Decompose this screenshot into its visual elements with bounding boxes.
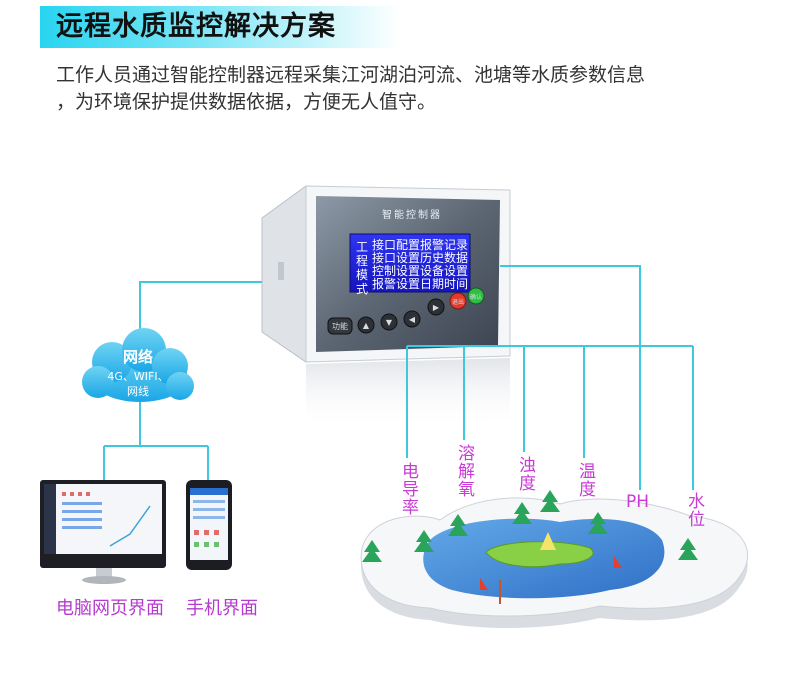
label-turbidity: 浊度	[515, 456, 535, 492]
description-line-1: 工作人员通过智能控制器远程采集江河湖泊河流、池塘等水质参数信息	[56, 64, 646, 86]
lcd-menu-7: 设备设置	[420, 264, 469, 278]
description-line-2: ，为环境保护提供数据依据，方便无人值守。	[56, 91, 437, 113]
network-line-2: 网线	[127, 385, 149, 398]
right-button[interactable]	[427, 298, 445, 316]
down-button[interactable]	[380, 313, 398, 331]
lcd-menu-6: 历史数据	[420, 251, 469, 265]
exit-button-label: 退出	[452, 298, 464, 306]
side-slot	[278, 262, 284, 280]
up-icon: ▲	[363, 321, 370, 330]
trees	[362, 490, 698, 562]
controller-title: 智能控制器	[382, 210, 442, 221]
line-controller-network	[139, 281, 262, 334]
pc-monitor	[40, 480, 166, 584]
lcd-side-label: 工程模式	[356, 240, 369, 296]
lcd-screen	[349, 233, 471, 293]
description: 工作人员通过智能控制器远程采集江河湖泊河流、池塘等水质参数信息 ，为环境保护提供…	[56, 62, 756, 116]
left-button[interactable]	[403, 310, 421, 328]
label-pc-interface: 电脑网页界面	[56, 598, 164, 619]
confirm-button[interactable]	[467, 287, 485, 305]
label-temperature: 温度	[575, 462, 595, 498]
function-button[interactable]	[327, 317, 353, 335]
connection-lines	[103, 265, 694, 490]
pc-screen	[44, 484, 162, 554]
confirm-button-label: 确认	[470, 293, 482, 301]
controller-device: 功能 ▲ ▼ ◀ ▶ 退出 确认	[261, 185, 511, 430]
exit-button[interactable]	[449, 292, 467, 310]
lcd-menu-1: 接口配置	[372, 238, 421, 252]
lcd-menu-3: 控制设置	[372, 264, 421, 278]
label-phone-interface: 手机界面	[186, 598, 258, 619]
network-title: 网络	[122, 348, 153, 366]
small-island	[485, 541, 594, 568]
line-ph	[500, 265, 641, 490]
lcd-menu-8: 日期时间	[420, 277, 469, 291]
function-button-label: 功能	[332, 321, 348, 331]
label-dissolved-oxygen: 溶解氧	[454, 444, 474, 498]
down-icon: ▼	[386, 318, 393, 327]
left-icon: ◀	[409, 315, 416, 324]
lcd-menu-2: 接口设置	[372, 251, 421, 265]
label-water-level: 水位	[684, 492, 704, 528]
label-conductivity: 电导率	[398, 462, 418, 516]
right-icon: ▶	[433, 303, 440, 312]
network-line-1: 4G、WIFI、	[107, 370, 169, 383]
lcd-menu-4: 报警设置	[372, 277, 421, 291]
sailboats	[480, 556, 622, 590]
label-ph: PH	[626, 492, 650, 512]
flower	[540, 532, 556, 550]
network-cloud	[82, 328, 194, 402]
lcd-menu-5: 报警记录	[420, 238, 469, 252]
smartphone	[186, 480, 232, 570]
title-highlight	[40, 6, 400, 48]
up-button[interactable]	[357, 316, 375, 334]
pond-island	[360, 490, 749, 628]
page-title: 远程水质监控解决方案	[56, 11, 336, 42]
phone-screen	[190, 488, 228, 560]
